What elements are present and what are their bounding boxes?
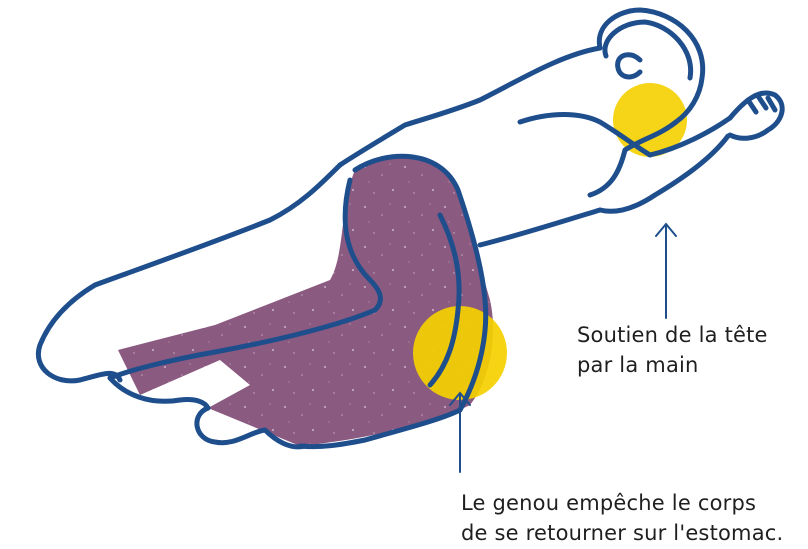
knee-support-caption-line-2: de se retourner sur l'estomac. bbox=[461, 518, 783, 548]
head-support-caption-line-2: par la main bbox=[577, 350, 768, 380]
knee-support-caption-line-1: Le genou empêche le corps bbox=[461, 488, 783, 518]
head-support-arrow bbox=[656, 224, 676, 318]
knee-support-caption: Le genou empêche le corps de se retourne… bbox=[461, 488, 783, 548]
head-support-caption-line-1: Soutien de la tête bbox=[577, 320, 768, 350]
head-support-caption: Soutien de la tête par la main bbox=[577, 320, 768, 380]
knee-support-highlight bbox=[413, 306, 507, 400]
